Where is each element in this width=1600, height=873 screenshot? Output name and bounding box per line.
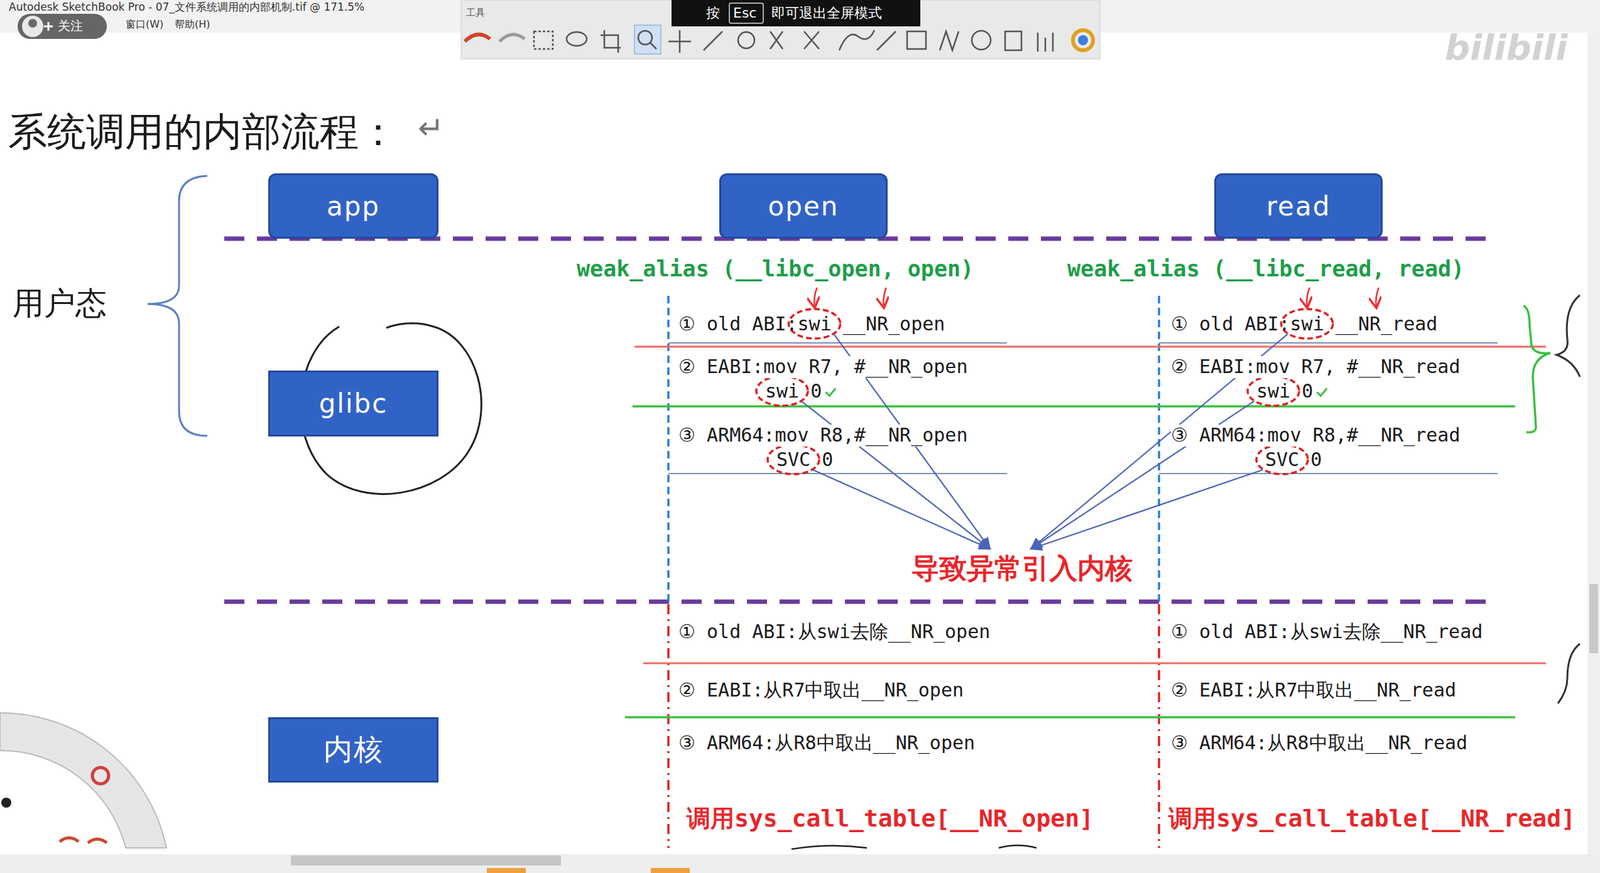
check-mark xyxy=(1316,388,1327,396)
scroll-thumb xyxy=(1589,584,1599,654)
box-label: app xyxy=(326,190,381,222)
box-label: 内核 xyxy=(323,730,384,770)
green-bracket xyxy=(1523,305,1551,433)
kernel-step: ① old ABI:从swi去除__NR_read xyxy=(1170,621,1483,644)
code-line: ② EABI:mov R7, #__NR_open xyxy=(678,356,968,379)
flow-arrow xyxy=(801,401,991,550)
taskbar-mark xyxy=(650,868,690,873)
box-label: open xyxy=(768,190,840,222)
syscall-dispatch: 调用sys_call_table[__NR_open] xyxy=(686,805,1094,833)
column-divider xyxy=(667,295,670,602)
avatar xyxy=(21,15,44,38)
code-line: swi 0 xyxy=(1256,380,1313,403)
fullscreen-hint xyxy=(671,0,921,27)
alias-note: weak_alias (__libc_read, read) xyxy=(1067,256,1465,282)
tool-panel xyxy=(461,0,1100,60)
tool-ring-icon xyxy=(1,797,12,808)
flow-arrow xyxy=(1030,401,1254,550)
code-line: SVC 0 xyxy=(1265,449,1322,472)
process-box: open xyxy=(719,173,888,239)
flow-arrow xyxy=(812,469,991,550)
process-box: read xyxy=(1214,173,1383,239)
kernel-step: ② EABI:从R7中取出__NR_open xyxy=(678,679,964,702)
boundary-line xyxy=(224,599,1496,605)
hint-text: 即可退出全屏模式 xyxy=(771,5,882,21)
page-title: 系统调用的内部流程： xyxy=(8,109,398,154)
scrollbar xyxy=(1587,32,1600,856)
tool-ring-icon xyxy=(92,767,109,784)
column-divider xyxy=(1157,604,1161,849)
code-line: swi 0 xyxy=(765,380,822,403)
tool-ring-icon xyxy=(59,838,107,844)
follow-bubble xyxy=(17,13,107,39)
kernel-step: ③ ARM64:从R8中取出__NR_open xyxy=(678,732,975,755)
side-bracket xyxy=(1557,643,1580,704)
menu-item: 窗口(W) xyxy=(125,18,164,31)
row-line xyxy=(632,405,1516,408)
tool-ring xyxy=(0,712,167,849)
key-name: Esc xyxy=(733,5,757,21)
pointer-arrow xyxy=(1306,287,1310,307)
kernel-step: ① old ABI:从swi去除__NR_open xyxy=(678,621,991,644)
row-line xyxy=(625,716,1516,719)
hint-text: 按 xyxy=(706,5,720,21)
active-tool xyxy=(634,25,661,55)
code-line: ① old ABI:swi __NR_read xyxy=(1170,313,1438,336)
kernel-step: ② EABI:从R7中取出__NR_read xyxy=(1170,679,1457,702)
row-line xyxy=(1159,342,1498,344)
region-label: 用户态 xyxy=(12,285,107,323)
kernel-step: ③ ARM64:从R8中取出__NR_read xyxy=(1170,732,1468,755)
column-divider xyxy=(1157,295,1161,602)
box-label: read xyxy=(1266,190,1332,222)
user-brace xyxy=(147,175,208,436)
syscall-dispatch: 调用sys_call_table[__NR_read] xyxy=(1168,805,1576,833)
window-title: Autodesk SketchBook Pro - 07_文件系统调用的内部机制… xyxy=(8,1,365,14)
code-line: SVC 0 xyxy=(776,449,833,472)
process-box: app xyxy=(268,173,439,239)
flow-arrow xyxy=(1030,469,1263,550)
box-label: glibc xyxy=(319,388,389,420)
code-line: ② EABI:mov R7, #__NR_read xyxy=(1170,356,1460,379)
watermark: bilibili xyxy=(1444,27,1568,68)
avatar xyxy=(28,18,38,28)
alias-note: weak_alias (__libc_open, open) xyxy=(576,256,974,282)
row-line xyxy=(668,342,1007,344)
color-wheel xyxy=(1077,35,1089,46)
pointer-arrow xyxy=(1375,287,1379,307)
code-line: ③ ARM64:mov R8,#__NR_read xyxy=(1170,424,1460,447)
side-bracket xyxy=(1556,295,1580,377)
panel-title: 工具 xyxy=(466,7,485,19)
row-line xyxy=(643,662,1546,665)
column-divider xyxy=(667,604,670,849)
row-line xyxy=(1159,473,1498,475)
menu-item: 帮助(H) xyxy=(174,18,211,31)
paragraph-mark: ↵ xyxy=(417,110,445,147)
key-cap xyxy=(729,3,764,24)
code-line: ① old ABI:swi __NR_open xyxy=(678,313,945,336)
check-mark xyxy=(825,388,836,396)
taskbar-mark xyxy=(486,868,526,873)
scroll-thumb xyxy=(290,855,561,866)
pointer-arrow xyxy=(814,287,818,307)
code-line: ③ ARM64:mov R8,#__NR_open xyxy=(678,424,968,447)
pointer-arrow xyxy=(883,287,887,307)
plus-icon xyxy=(43,21,53,31)
underline xyxy=(791,845,1037,850)
tool-icons xyxy=(464,30,1053,53)
process-box: 内核 xyxy=(268,717,439,783)
exception-note: 导致异常引入内核 xyxy=(911,552,1133,585)
color-wheel xyxy=(1072,30,1094,51)
row-line xyxy=(634,346,1546,349)
row-line xyxy=(668,473,1007,475)
process-box: glibc xyxy=(268,370,439,437)
scrollbar xyxy=(0,854,1600,873)
follow-button: 关注 xyxy=(57,18,83,34)
